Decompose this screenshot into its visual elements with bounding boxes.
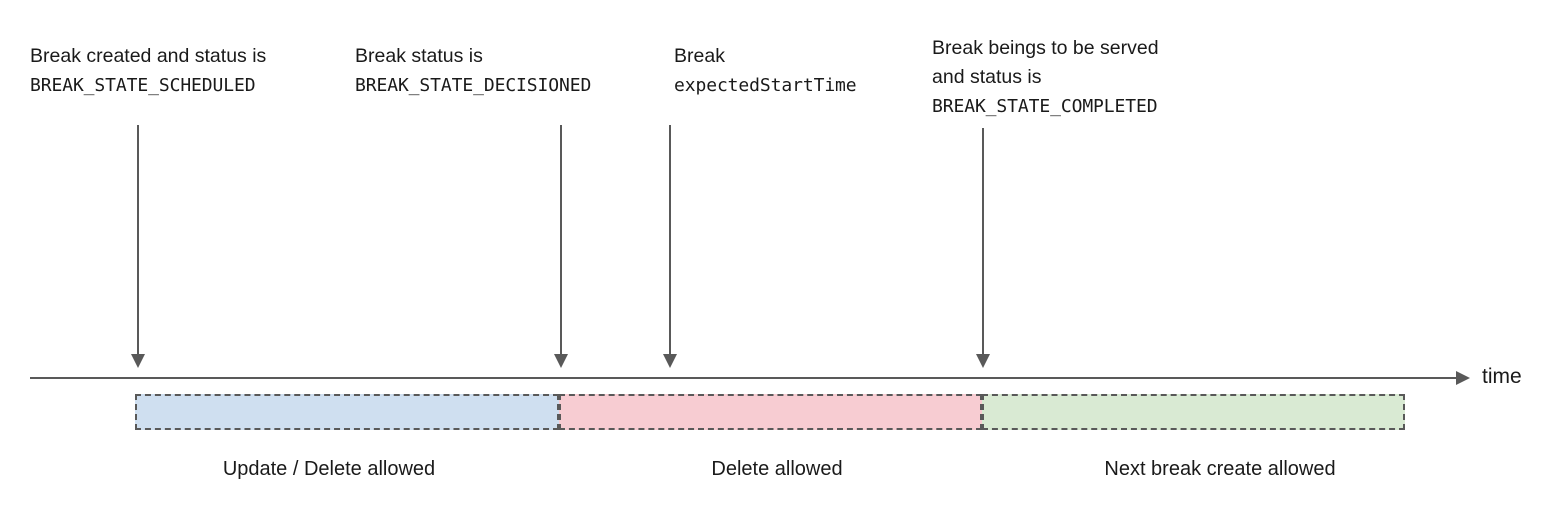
event-marker-arrow-break-completed bbox=[975, 128, 991, 368]
event-label-prose: Break bbox=[674, 45, 725, 67]
arrow-head-down-icon bbox=[976, 354, 990, 368]
event-label-break-decisioned: Break status is BREAK_STATE_DECISIONED bbox=[355, 42, 591, 100]
event-label-state-code: BREAK_STATE_COMPLETED bbox=[932, 96, 1158, 117]
arrow-head-down-icon bbox=[131, 354, 145, 368]
event-label-break-expected-start-time: Break expectedStartTime bbox=[674, 42, 857, 100]
arrow-head-down-icon bbox=[663, 354, 677, 368]
time-axis-line bbox=[30, 377, 1457, 379]
arrow-shaft bbox=[669, 125, 671, 355]
event-label-state-code: BREAK_STATE_SCHEDULED bbox=[30, 75, 256, 96]
event-marker-arrow-break-expected-start-time bbox=[662, 125, 678, 368]
event-label-state-code: BREAK_STATE_DECISIONED bbox=[355, 75, 592, 96]
event-marker-arrow-break-created bbox=[130, 125, 146, 368]
arrow-head-right-icon bbox=[1456, 371, 1470, 385]
event-label-prose-line-2: and status is bbox=[932, 66, 1042, 88]
phase-caption-delete-allowed: Delete allowed bbox=[711, 458, 843, 480]
event-label-field-code: expectedStartTime bbox=[674, 75, 857, 96]
event-label-break-created: Break created and status is BREAK_STATE_… bbox=[30, 42, 266, 100]
phase-caption-update-delete-allowed: Update / Delete allowed bbox=[222, 458, 436, 480]
event-label-prose-line-1: Break beings to be served bbox=[932, 37, 1159, 59]
phase-bar-next-break-create-allowed bbox=[982, 394, 1405, 430]
phase-bar-delete-allowed bbox=[559, 394, 982, 430]
arrow-shaft bbox=[982, 128, 984, 355]
event-label-break-completed: Break beings to be served and status is … bbox=[932, 34, 1159, 121]
time-axis-label: time bbox=[1482, 365, 1522, 388]
arrow-head-down-icon bbox=[554, 354, 568, 368]
event-marker-arrow-break-decisioned bbox=[553, 125, 569, 368]
arrow-shaft bbox=[560, 125, 562, 355]
time-axis bbox=[30, 371, 1470, 385]
phase-bar-update-delete-allowed bbox=[135, 394, 559, 430]
phase-caption-next-break-create-allowed: Next break create allowed bbox=[1104, 458, 1336, 480]
event-label-prose: Break status is bbox=[355, 45, 483, 67]
arrow-shaft bbox=[137, 125, 139, 355]
event-label-prose: Break created and status is bbox=[30, 45, 267, 67]
